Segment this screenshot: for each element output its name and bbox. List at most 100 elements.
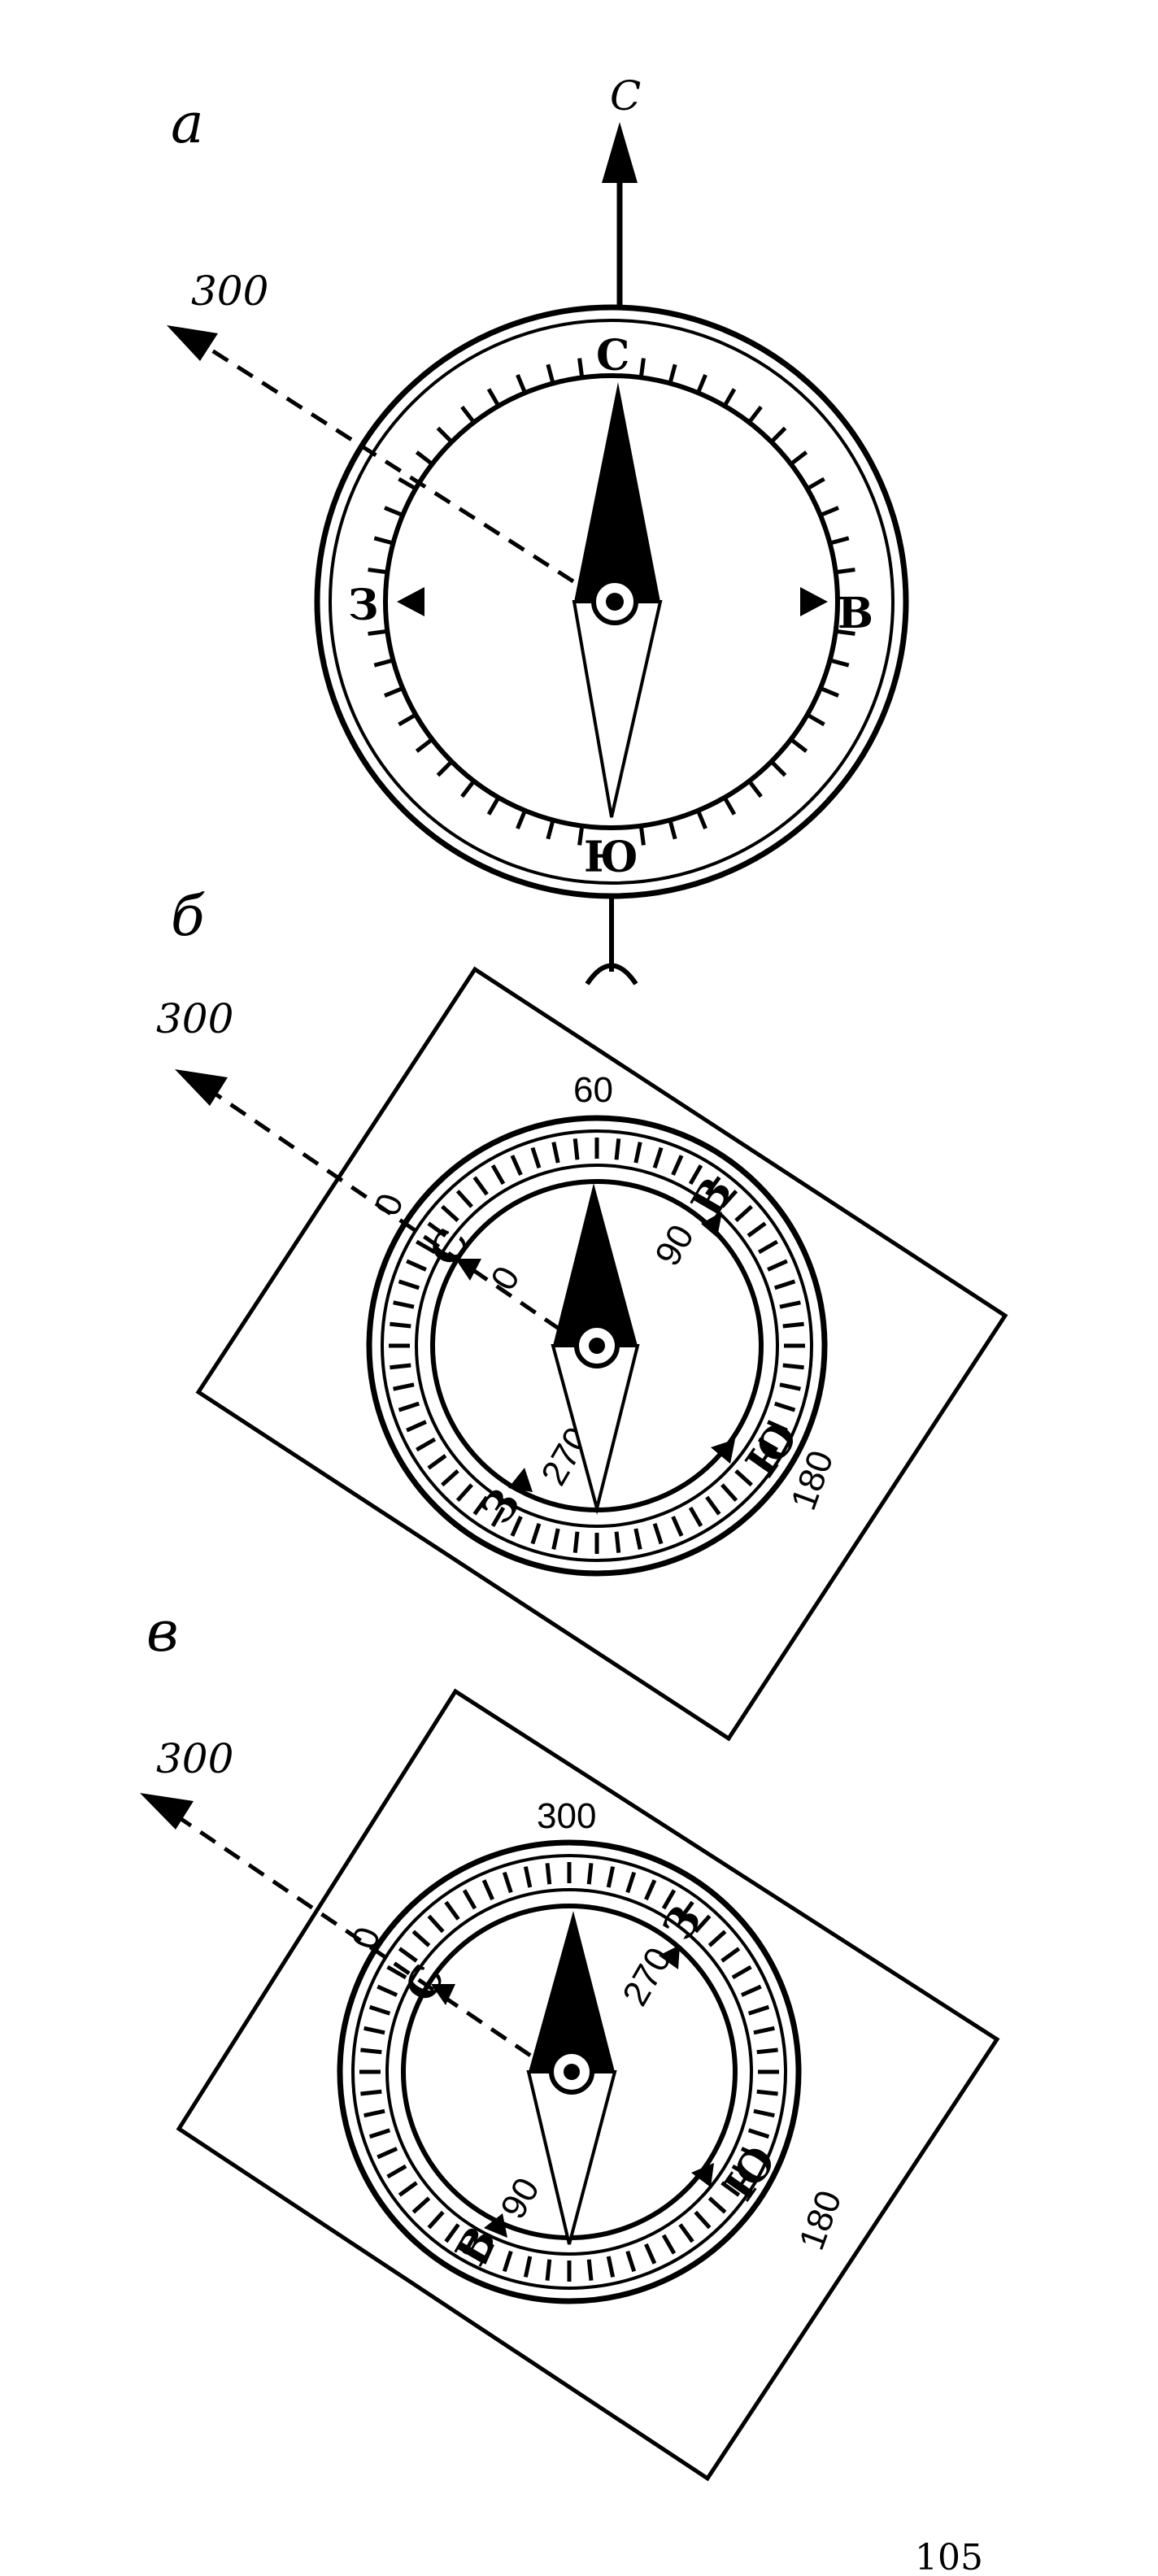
dial-tick [747, 1221, 767, 1238]
dial-tick [411, 1930, 431, 1947]
dial-tick [502, 1871, 513, 1894]
east-pointer-triangle [800, 587, 828, 616]
dial-tick [790, 738, 808, 753]
dial-tick [707, 1930, 727, 1947]
needle-south-half [526, 2070, 617, 2245]
dial-tick [835, 568, 855, 575]
dial-tick [694, 2210, 712, 2230]
dial-tick [757, 1239, 778, 1255]
dial-tick [734, 1469, 753, 1487]
west-pointer-triangle [659, 1945, 680, 1969]
north-direction-arrow [602, 122, 638, 305]
dial-tick [462, 2234, 477, 2255]
panel-a: а С 300 С В Ю З [167, 72, 909, 986]
dial-tick [829, 536, 850, 546]
compass-c-body: 300 0 180 С З Ю В 270 90 [337, 1796, 850, 2304]
dial-tick [368, 2004, 391, 2016]
dial-tick [384, 506, 404, 517]
dial-tick [819, 506, 839, 517]
scale-label-180: 180 [791, 2186, 849, 2256]
dial-tick [705, 1495, 721, 1516]
dial-tick [757, 1437, 778, 1452]
dial-tick [731, 2164, 752, 2179]
panel-c-label: в [146, 1600, 179, 1664]
dial-tick [398, 2181, 418, 2197]
north-pointer-triangle [455, 1259, 481, 1281]
dial-tick [427, 2210, 445, 2230]
dial-tick [373, 536, 394, 546]
dial-tick [455, 1483, 473, 1502]
dial-tick [546, 819, 555, 840]
dial-tick [779, 1300, 801, 1309]
azimuth-dashed-line [189, 1075, 586, 1348]
dial-tick [444, 2223, 460, 2243]
east-pointer-triangle [484, 2213, 507, 2238]
azimuth-dashed-line [177, 327, 575, 584]
dial-tick [790, 450, 808, 466]
dial-tick [747, 780, 763, 798]
dial-tick [740, 1984, 762, 1997]
dial-tick [678, 2223, 694, 2243]
dial-tick [455, 1190, 473, 1208]
dial-tick [486, 388, 501, 407]
dial-tick [472, 1176, 489, 1196]
compass-a-body: С В Ю З [314, 304, 909, 899]
dial-tick [472, 1495, 489, 1516]
dial-tick [586, 1863, 594, 1885]
dial-tick [436, 426, 454, 444]
dial-tick [782, 1321, 804, 1329]
dial-tick [773, 1401, 796, 1412]
dial-tick [398, 1401, 420, 1412]
dial-tick [502, 2250, 513, 2273]
dial-tick [460, 405, 476, 424]
dial-tick [633, 1528, 642, 1550]
dial-tick [707, 2196, 727, 2214]
compass-b-base-plate [195, 966, 1008, 1742]
dial-tick [393, 1382, 415, 1391]
dial-tick [486, 796, 501, 816]
dial-tick [572, 1531, 580, 1553]
scale-label-0: 0 [344, 1922, 388, 1955]
dial-tick [638, 358, 646, 378]
dial-tick [835, 629, 855, 636]
dial-tick [747, 405, 763, 424]
cardinal-south: Ю [715, 2137, 786, 2210]
dial-tick [577, 358, 585, 378]
dial-tick [756, 2047, 778, 2055]
dial-tick [373, 658, 394, 668]
dial-tick [398, 712, 417, 727]
dial-tick [384, 686, 404, 698]
dial-tick [510, 1155, 523, 1176]
dial-tick [360, 2047, 382, 2055]
compass-c-base-plate [176, 1688, 1000, 2482]
dial-tick [416, 1239, 437, 1255]
dial-tick [614, 1531, 621, 1553]
cardinal-south: Ю [584, 833, 638, 882]
dial-tick [360, 2089, 382, 2096]
dial-tick [819, 686, 839, 698]
compass-bottom-stem [585, 894, 638, 986]
panel-a-label: а [171, 92, 204, 156]
dial-tick [368, 568, 388, 575]
azimuth-label: 300 [156, 995, 233, 1042]
dial-tick [510, 1516, 523, 1537]
dial-tick [688, 1506, 703, 1527]
dial-tick [652, 1522, 664, 1545]
dial-tick [364, 2108, 385, 2118]
azimuth-arrowhead [167, 325, 218, 361]
dial-tick [441, 1204, 459, 1222]
page-number: 105 [915, 2537, 983, 2576]
dial-tick [722, 388, 737, 407]
panel-b: б 300 60 0 180 С В Ю З 90 270 0 [156, 885, 1008, 1742]
dial-tick [720, 1483, 738, 1502]
dial-tick [644, 2243, 657, 2265]
dial-tick [606, 2256, 616, 2278]
dial-tick [767, 1259, 788, 1272]
dial-tick [377, 2147, 398, 2160]
west-pointer-triangle [508, 1468, 533, 1492]
dial-tick [720, 1190, 738, 1208]
dial-tick [545, 1863, 552, 1885]
dial-tick [740, 2147, 762, 2160]
dial-tick [747, 2004, 770, 2016]
